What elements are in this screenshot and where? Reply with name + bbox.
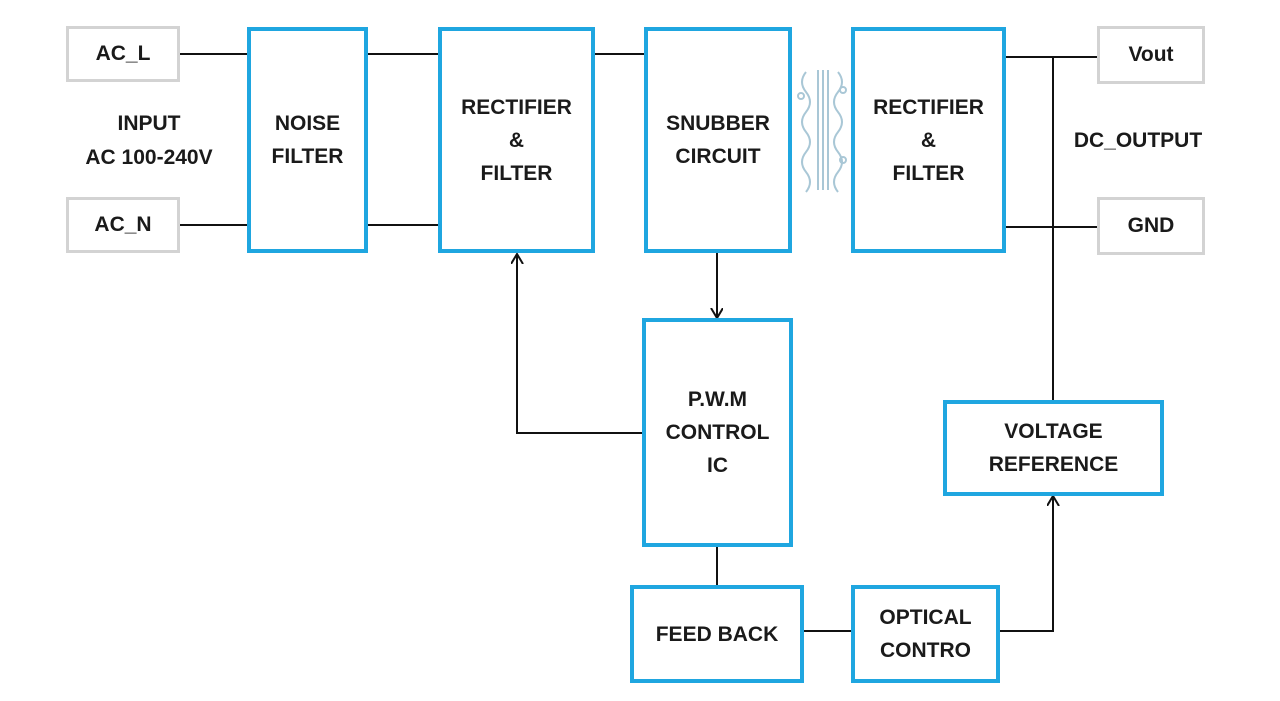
optical-contro-block: OPTICAL CONTRO	[851, 585, 1000, 683]
arrow-pwm-to-rectifier	[517, 254, 644, 434]
terminal-ac-l: AC_L	[66, 26, 180, 82]
terminal-gnd: GND	[1097, 197, 1205, 255]
arrow-optical-to-voltage-reference	[998, 496, 1053, 632]
rectifier-filter-secondary-block: RECTIFIER & FILTER	[851, 27, 1006, 253]
snubber-circuit-label: SNUBBER CIRCUIT	[666, 112, 770, 168]
rectifier-filter-secondary-label: RECTIFIER & FILTER	[873, 95, 984, 185]
rectifier-filter-primary-label: RECTIFIER & FILTER	[461, 95, 572, 185]
rectifier-filter-primary-block: RECTIFIER & FILTER	[438, 27, 595, 253]
terminal-vout: Vout	[1097, 26, 1205, 84]
snubber-circuit-block: SNUBBER CIRCUIT	[644, 27, 792, 253]
dc-output-label-text: DC_OUTPUT	[1073, 129, 1203, 152]
input-label: INPUT AC 100-240V	[56, 107, 242, 175]
feed-back-block: FEED BACK	[630, 585, 804, 683]
terminal-ac-l-label: AC_L	[95, 42, 151, 65]
input-label-line1: INPUT	[117, 112, 181, 135]
input-label-line2: AC 100-240V	[85, 146, 213, 169]
feed-back-label: FEED BACK	[655, 622, 779, 646]
terminal-ac-n: AC_N	[66, 197, 180, 253]
pwm-control-ic-block: P.W.M CONTROL IC	[642, 318, 793, 547]
voltage-reference-label: VOLTAGE REFERENCE	[988, 420, 1119, 476]
pwm-control-ic-label: P.W.M CONTROL IC	[665, 388, 770, 477]
optical-contro-label: OPTICAL CONTRO	[879, 606, 972, 662]
terminal-ac-n-label: AC_N	[94, 213, 152, 236]
noise-filter-label: NOISE FILTER	[271, 112, 344, 168]
dc-output-label: DC_OUTPUT	[1062, 124, 1214, 158]
noise-filter-block: NOISE FILTER	[247, 27, 368, 253]
transformer-icon	[797, 70, 847, 193]
voltage-reference-block: VOLTAGE REFERENCE	[943, 400, 1164, 496]
terminal-vout-label: Vout	[1128, 43, 1174, 66]
terminal-gnd-label: GND	[1127, 214, 1175, 237]
